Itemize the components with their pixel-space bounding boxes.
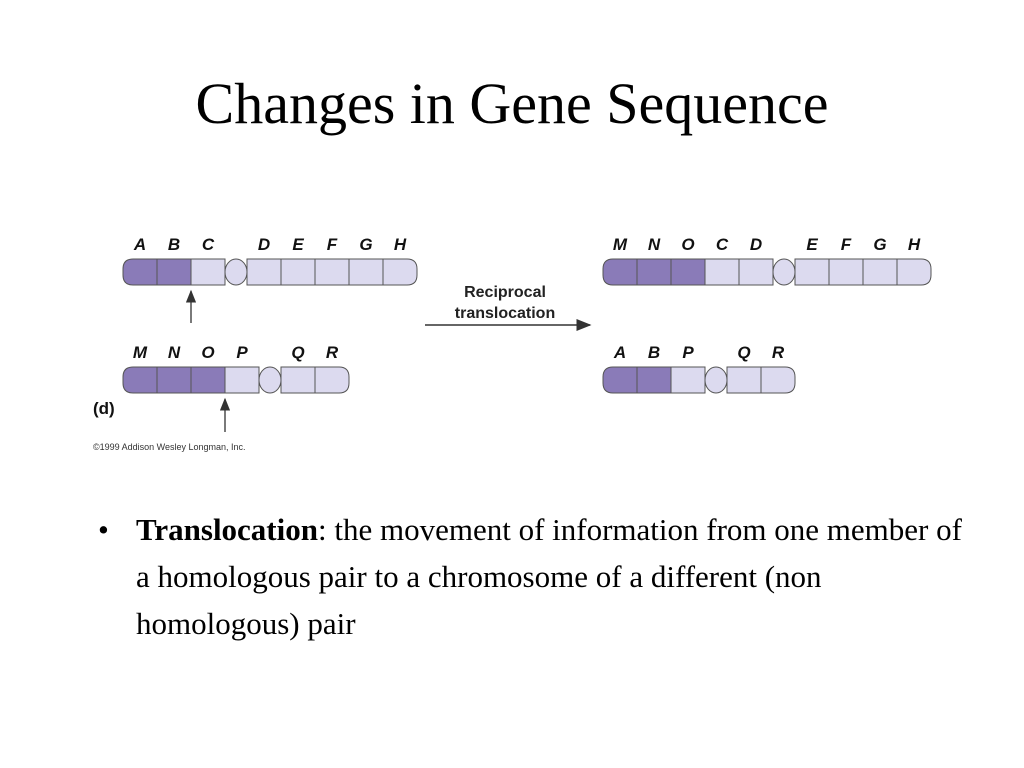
gene-label-H: H — [908, 235, 921, 254]
gene-segment-C — [704, 258, 740, 286]
gene-label-D: D — [258, 235, 270, 254]
gene-label-P: P — [682, 343, 694, 362]
gene-label-Q: Q — [737, 343, 750, 362]
gene-label-E: E — [292, 235, 304, 254]
bullet-text: : the movement of information from one m… — [136, 512, 962, 641]
gene-label-E: E — [806, 235, 818, 254]
gene-label-D: D — [750, 235, 762, 254]
centromere — [704, 366, 728, 394]
gene-segment-Q — [726, 366, 762, 394]
gene-segment-G — [862, 258, 898, 286]
gene-segment-G — [348, 258, 384, 286]
gene-label-G: G — [359, 235, 372, 254]
gene-label-C: C — [202, 235, 215, 254]
chromosome-before-bottom: M N O P Q R — [122, 343, 350, 432]
gene-segment-O — [670, 258, 706, 286]
panel-label: (d) — [93, 399, 115, 418]
arrow-caption-line1: Reciprocal — [464, 284, 546, 301]
bullet-item: • Translocation: the movement of informa… — [98, 506, 978, 647]
gene-label-A: A — [133, 235, 146, 254]
gene-label-F: F — [841, 235, 852, 254]
gene-label-P: P — [236, 343, 248, 362]
gene-label-A: A — [613, 343, 626, 362]
gene-label-B: B — [168, 235, 180, 254]
gene-segment-H — [896, 258, 932, 286]
bullet-dot: • — [98, 512, 109, 547]
gene-segment-C — [190, 258, 226, 286]
gene-segment-B — [636, 366, 672, 394]
gene-segment-D — [738, 258, 774, 286]
gene-segment-A — [122, 258, 158, 286]
gene-segment-M — [602, 258, 638, 286]
gene-segment-E — [794, 258, 830, 286]
gene-segment-B — [156, 258, 192, 286]
gene-segment-Q — [280, 366, 316, 394]
gene-label-O: O — [201, 343, 214, 362]
gene-label-N: N — [648, 235, 661, 254]
gene-segment-P — [224, 366, 260, 394]
gene-label-Q: Q — [291, 343, 304, 362]
gene-label-R: R — [772, 343, 785, 362]
gene-segment-O — [190, 366, 226, 394]
copyright-notice: ©1999 Addison Wesley Longman, Inc. — [93, 442, 246, 452]
gene-label-G: G — [873, 235, 886, 254]
gene-label-N: N — [168, 343, 181, 362]
gene-segment-R — [760, 366, 796, 394]
gene-segment-R — [314, 366, 350, 394]
centromere — [772, 258, 796, 286]
gene-segment-N — [636, 258, 672, 286]
gene-segment-F — [828, 258, 864, 286]
gene-segment-D — [246, 258, 282, 286]
gene-label-C: C — [716, 235, 729, 254]
gene-label-R: R — [326, 343, 339, 362]
gene-segment-N — [156, 366, 192, 394]
bullet-term: Translocation — [136, 512, 318, 547]
gene-segment-F — [314, 258, 350, 286]
gene-label-B: B — [648, 343, 660, 362]
gene-segment-M — [122, 366, 158, 394]
gene-segment-A — [602, 366, 638, 394]
arrow-caption-line2: translocation — [455, 305, 555, 322]
centromere — [224, 258, 248, 286]
chromosome-before-top: A B C D E F G H — [122, 235, 418, 323]
gene-label-H: H — [394, 235, 407, 254]
gene-label-F: F — [327, 235, 338, 254]
gene-segment-E — [280, 258, 316, 286]
centromere — [258, 366, 282, 394]
chromosomes-group: A B C D E F G H M N O P Q R M N O C D E F G H A B P Q R — [122, 235, 932, 432]
bullet-list: • Translocation: the movement of informa… — [98, 506, 978, 647]
gene-segment-P — [670, 366, 706, 394]
gene-segment-H — [382, 258, 418, 286]
gene-label-M: M — [133, 343, 148, 362]
gene-label-O: O — [681, 235, 694, 254]
slide-title: Changes in Gene Sequence — [195, 71, 829, 136]
gene-label-M: M — [613, 235, 628, 254]
